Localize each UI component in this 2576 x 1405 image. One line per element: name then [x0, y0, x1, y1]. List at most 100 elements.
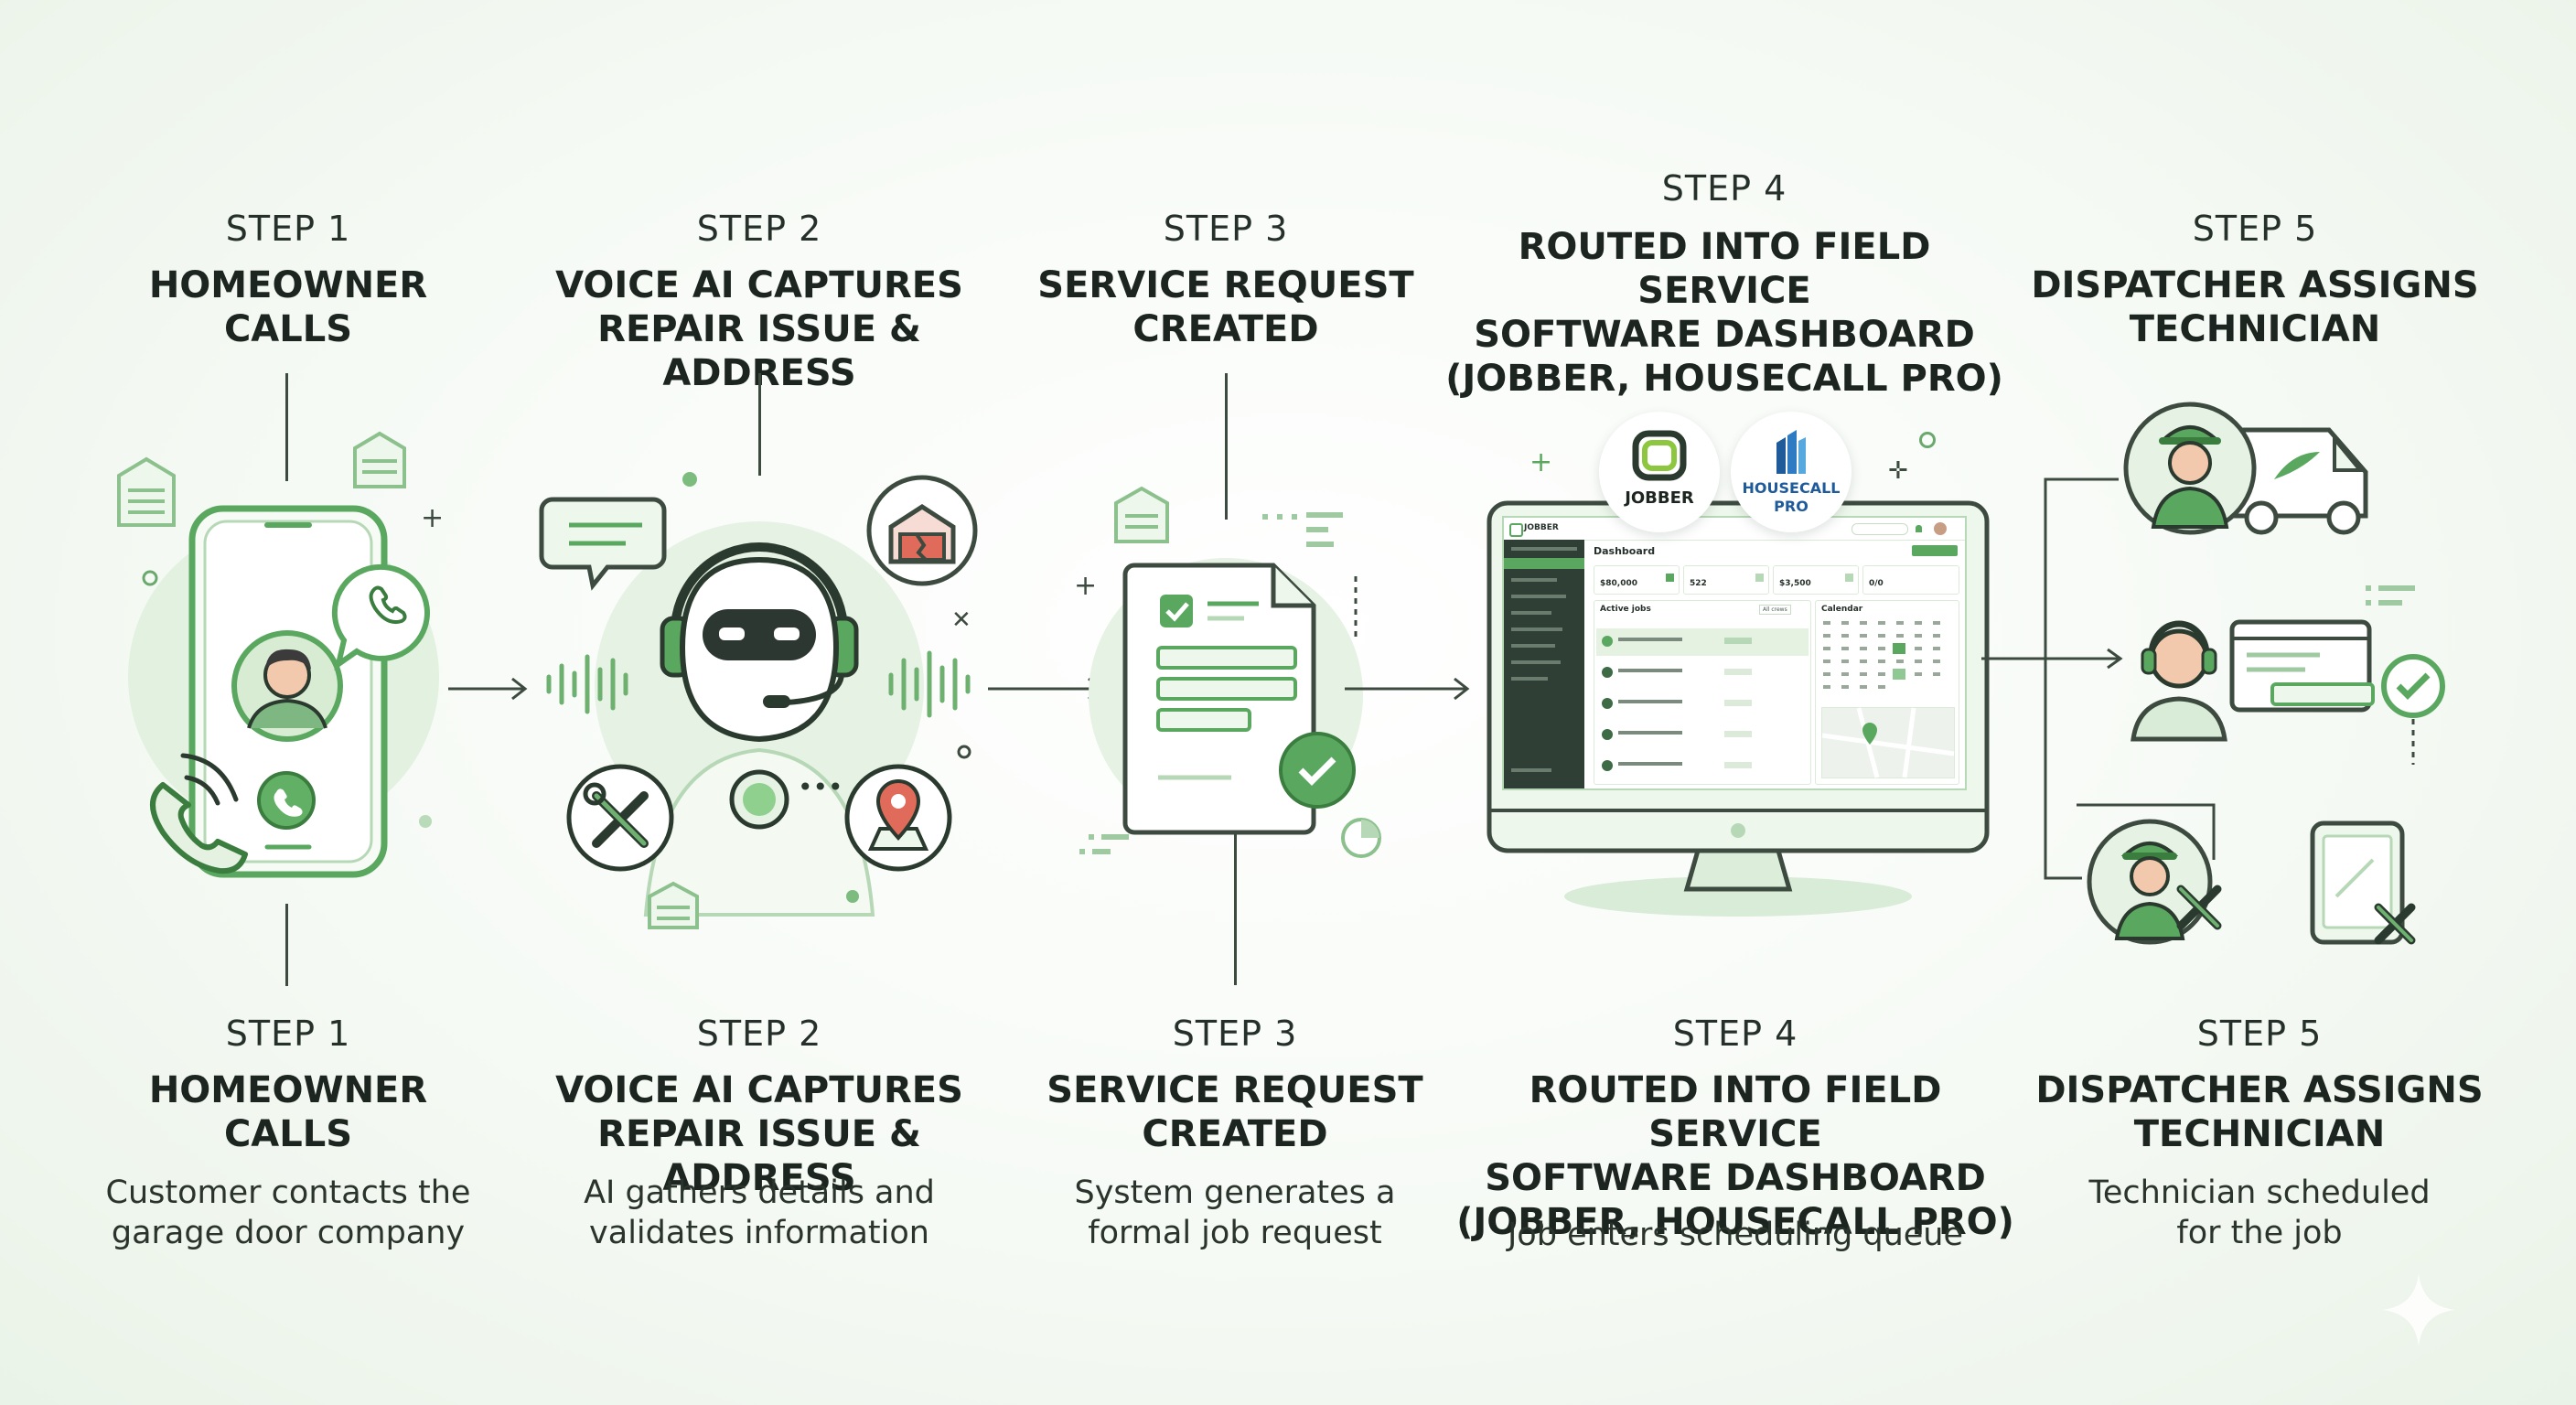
stat-icon [1845, 574, 1853, 582]
sidebar-item[interactable] [1511, 660, 1561, 664]
step-description: Customer contacts the garage door compan… [82, 1173, 494, 1253]
step-title: HOMEOWNER CALLS [101, 263, 476, 351]
housecall-pro-logo: HOUSECALL PRO [1731, 412, 1852, 532]
title-line: TECHNICIAN [2133, 1113, 2386, 1155]
desc-line: Customer contacts the [105, 1174, 471, 1211]
step-label: STEP 4 [1672, 1014, 1798, 1054]
stat-value: $80,000 [1600, 579, 1637, 588]
title-line: VOICE AI CAPTURES [555, 264, 963, 306]
job-badge [1724, 700, 1752, 706]
job-status-icon [1602, 729, 1613, 740]
jobber-logo-text: JOBBER [1625, 488, 1694, 508]
stat-icon [1666, 574, 1674, 582]
dashboard-screen: JOBBER Dashboard $80,000 522 $3,500 0/0 … [1502, 516, 1967, 790]
sidebar-item[interactable] [1511, 611, 1551, 615]
dot-icon [142, 570, 158, 586]
job-name [1618, 731, 1682, 735]
new-button[interactable] [1912, 545, 1958, 556]
jobber-logo: JOBBER [1599, 412, 1720, 532]
connector-line [285, 373, 288, 481]
garage-icon [648, 881, 699, 929]
title-line: CREATED [1142, 1113, 1328, 1155]
job-row[interactable] [1596, 628, 1809, 656]
sidebar-item[interactable] [1511, 677, 1548, 681]
sidebar-item-active[interactable] [1504, 558, 1584, 569]
dot-icon [682, 472, 697, 487]
job-row[interactable] [1596, 691, 1809, 718]
dashboard-topbar: JOBBER [1504, 518, 1965, 541]
title-line: REPAIR ISSUE & ADDRESS [597, 1113, 921, 1199]
bell-icon[interactable] [1916, 525, 1922, 532]
browser-window-icon [2229, 619, 2375, 713]
step-title: ROUTED INTO FIELD SERVICE SOFTWARE DASHB… [1447, 1068, 2023, 1244]
title-line: (JOBBER, HOUSECALL PRO) [1456, 1201, 2014, 1243]
job-badge [1724, 731, 1752, 737]
avatar[interactable] [1934, 522, 1947, 535]
title-line: VOICE AI CAPTURES [555, 1069, 963, 1111]
step-title: VOICE AI CAPTURES REPAIR ISSUE & ADDRESS [512, 263, 1006, 395]
stat-card: 522 [1683, 565, 1769, 595]
step-label: STEP 3 [1163, 209, 1289, 249]
job-status-icon [1602, 667, 1613, 678]
title-line: SOFTWARE DASHBOARD [1474, 314, 1975, 356]
sidebar-item[interactable] [1511, 644, 1555, 648]
dashboard-search[interactable] [1852, 523, 1908, 535]
sidebar-item[interactable] [1511, 595, 1566, 598]
sidebar-item[interactable] [1511, 768, 1551, 772]
title-line: DISPATCHER ASSIGNS [2031, 264, 2479, 306]
title-line: (JOBBER, HOUSECALL PRO) [1445, 358, 2003, 400]
connector-line [285, 904, 288, 986]
tools-icon [566, 764, 674, 872]
step2-illustration: ••• ✕ [539, 472, 978, 929]
tools-icon [2176, 885, 2222, 930]
stat-value: 522 [1690, 579, 1707, 588]
active-jobs-title: Active jobs [1600, 605, 1651, 614]
title-line: TECHNICIAN [2129, 308, 2381, 350]
dashboard-title: Dashboard [1594, 545, 1656, 557]
title-line: DISPATCHER ASSIGNS [2035, 1069, 2484, 1111]
stat-icon [1755, 574, 1764, 582]
calendar-grid [1823, 621, 1940, 689]
desc-line: for the job [2176, 1215, 2343, 1251]
check-circle-icon [2381, 654, 2445, 718]
step-title: HOMEOWNER CALLS [101, 1068, 476, 1156]
ellipsis-icon: ••• [798, 772, 843, 802]
job-name [1618, 638, 1682, 641]
check-circle-icon [1279, 732, 1356, 809]
job-row[interactable] [1596, 753, 1809, 780]
location-pin-icon [844, 764, 952, 872]
stat-value: $3,500 [1779, 579, 1811, 588]
desc-line: AI gathers details and [584, 1174, 935, 1211]
step-description: System generates a formal job request [1043, 1173, 1427, 1253]
title-line: CREATED [1132, 308, 1319, 350]
job-row[interactable] [1596, 660, 1809, 687]
technician-avatar [2123, 402, 2257, 535]
title-line: SERVICE REQUEST [1046, 1069, 1423, 1111]
technician-avatar [2087, 819, 2213, 945]
job-badge [1724, 638, 1752, 644]
stat-card: 0/0 [1862, 565, 1959, 595]
title-line: SERVICE REQUEST [1037, 264, 1414, 306]
step-label: STEP 1 [225, 1014, 351, 1054]
step-title: SERVICE REQUEST CREATED [1043, 1068, 1427, 1156]
garage-icon [353, 431, 406, 488]
housecall-logo-mark [1776, 430, 1806, 474]
dot-icon [1919, 432, 1936, 448]
sparkle-icon: ✛ [1888, 457, 1908, 485]
job-name [1618, 762, 1682, 766]
crew-filter[interactable]: All crews [1759, 605, 1791, 615]
step-title: SERVICE REQUEST CREATED [1034, 263, 1418, 351]
step-description: Technician scheduled for the job [2054, 1173, 2465, 1253]
sidebar-item[interactable] [1511, 627, 1562, 631]
sound-wave-icon [546, 650, 971, 718]
step-label: STEP 3 [1172, 1014, 1298, 1054]
tools-icon [2374, 903, 2416, 945]
flow-arrow [1345, 677, 1470, 701]
job-row[interactable] [1596, 722, 1809, 749]
desc-line: garage door company [111, 1215, 466, 1251]
sidebar-item[interactable] [1511, 578, 1557, 582]
sidebar-item[interactable] [1511, 547, 1577, 551]
sparkle-icon [2382, 1273, 2455, 1346]
job-status-icon [1602, 636, 1613, 647]
job-status-icon [1602, 760, 1613, 771]
